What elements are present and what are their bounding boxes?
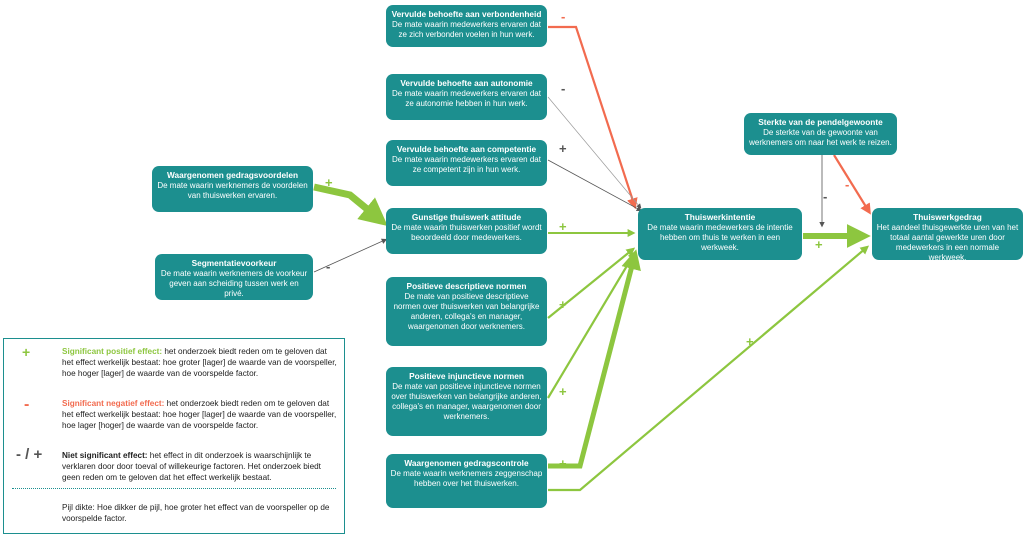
box-intentie-title: Thuiswerkintentie xyxy=(684,212,756,222)
box-competentie-desc: De mate waarin medewerkers ervaren dat z… xyxy=(392,155,541,175)
arrow-gedragscontrole-intentie xyxy=(548,249,641,469)
box-gedrag-desc: Het aandeel thuisgewerkte uren van het t… xyxy=(876,223,1019,260)
box-injunctief: Positieve injunctieve normen De mate van… xyxy=(386,367,547,436)
legend-negative: Significant negatief effect: het onderzo… xyxy=(62,399,340,431)
box-autonomie: Vervulde behoefte aan autonomie De mate … xyxy=(386,74,547,120)
legend-neg-title: Significant negatief effect: xyxy=(62,399,165,408)
box-pendel: Sterkte van de pendelgewoonte De sterkte… xyxy=(744,113,897,155)
legend-pos-text: het onderzoek biedt reden om te geloven … xyxy=(62,347,337,378)
sign-gedragsvoordelen: + xyxy=(325,175,333,190)
sign-verbondenheid: - xyxy=(561,9,566,24)
legend-pos-symbol: + xyxy=(22,344,31,360)
arrow-verbondenheid-intentie xyxy=(548,25,638,210)
box-verbondenheid-desc: De mate waarin medewerkers ervaren dat z… xyxy=(392,20,541,40)
box-descriptief-title: Positieve descriptieve normen xyxy=(406,281,527,291)
legend: + Significant positief effect: het onder… xyxy=(3,338,345,534)
sign-competentie: + xyxy=(559,141,567,156)
arrow-gedragsvoordelen-attitude xyxy=(313,183,388,226)
box-gedrag: Thuiswerkgedrag Het aandeel thuisgewerkt… xyxy=(872,208,1023,260)
box-competentie: Vervulde behoefte aan competentie De mat… xyxy=(386,140,547,186)
sign-gedragscontrole: + xyxy=(559,456,567,471)
arrow-segmentatie-attitude xyxy=(313,238,388,273)
box-verbondenheid: Vervulde behoefte aan verbondenheid De m… xyxy=(386,5,547,47)
box-competentie-title: Vervulde behoefte aan competentie xyxy=(396,144,537,154)
box-gedrag-title: Thuiswerkgedrag xyxy=(913,212,982,222)
legend-positive: Significant positief effect: het onderzo… xyxy=(62,347,340,379)
box-intentie: Thuiswerkintentie De mate waarin medewer… xyxy=(638,208,802,260)
legend-pos-title: Significant positief effect: xyxy=(62,347,163,356)
box-descriptief-desc: De mate van positieve descriptieve norme… xyxy=(393,292,540,332)
box-attitude: Gunstige thuiswerk attitude De mate waar… xyxy=(386,208,547,254)
box-segmentatie-desc: De mate waarin werknemers de voorkeur ge… xyxy=(160,269,308,299)
box-injunctief-desc: De mate van positieve injunctieve normen… xyxy=(391,382,542,422)
box-gedragsvoordelen: Waargenomen gedragsvoordelen De mate waa… xyxy=(152,166,313,212)
box-segmentatie: Segmentatievoorkeur De mate waarin werkn… xyxy=(155,254,313,300)
box-gedragscontrole-title: Waargenomen gedragscontrole xyxy=(404,458,529,468)
arrow-descriptief-intentie xyxy=(547,247,636,319)
legend-nonsignificant: Niet significant effect: het effect in d… xyxy=(62,451,340,483)
box-gedragscontrole: Waargenomen gedragscontrole De mate waar… xyxy=(386,454,547,508)
box-segmentatie-title: Segmentatievoorkeur xyxy=(191,258,277,268)
sign-pendel-gedrag: - xyxy=(845,177,850,192)
sign-pendel-intentie: - xyxy=(823,189,828,204)
legend-size: Pijl dikte: Hoe dikker de pijl, hoe grot… xyxy=(62,503,340,525)
legend-ns-text: het effect in dit onderzoek is waarschij… xyxy=(62,451,321,482)
box-gedragsvoordelen-desc: De mate waarin werknemers de voordelen v… xyxy=(157,181,308,201)
legend-ns-symbol: - / + xyxy=(16,446,43,463)
legend-ns-title: Niet significant effect: xyxy=(62,451,148,460)
box-injunctief-title: Positieve injunctieve normen xyxy=(409,371,524,381)
box-intentie-desc: De mate waarin medewerkers de intentie h… xyxy=(647,223,793,253)
box-attitude-title: Gunstige thuiswerk attitude xyxy=(411,212,522,222)
sign-intentie-gedrag: + xyxy=(815,237,823,252)
box-autonomie-desc: De mate waarin medewerkers ervaren dat z… xyxy=(392,89,541,109)
box-descriptief: Positieve descriptieve normen De mate va… xyxy=(386,277,547,346)
box-autonomie-title: Vervulde behoefte aan autonomie xyxy=(400,78,533,88)
box-pendel-title: Sterkte van de pendelgewoonte xyxy=(758,117,883,127)
arrow-autonomie-intentie xyxy=(547,96,642,209)
sign-gedragscontrole-gedrag: + xyxy=(746,334,754,349)
legend-size-text: Pijl dikte: Hoe dikker de pijl, hoe grot… xyxy=(62,503,330,523)
arrow-pendel-gedrag xyxy=(833,154,871,215)
sign-attitude: + xyxy=(559,219,567,234)
legend-neg-symbol: - xyxy=(24,396,30,413)
arrow-injunctief-intentie xyxy=(547,250,637,399)
box-gedragsvoordelen-title: Waargenomen gedragsvoordelen xyxy=(166,170,299,180)
legend-separator xyxy=(12,488,336,489)
box-gedragscontrole-desc: De mate waarin werknemers zeggenschap he… xyxy=(390,469,543,489)
box-verbondenheid-title: Vervulde behoefte aan verbondenheid xyxy=(391,9,542,19)
sign-injunctief: + xyxy=(559,384,567,399)
sign-descriptief: + xyxy=(559,297,567,312)
legend-neg-text: het onderzoek biedt reden om te geloven … xyxy=(62,399,337,430)
sign-segmentatie: - xyxy=(326,259,331,274)
arrow-competentie-intentie xyxy=(547,159,643,212)
box-pendel-desc: De sterkte van de gewoonte van werknemer… xyxy=(749,128,892,148)
arrow-gedragscontrole-gedrag xyxy=(548,245,870,492)
box-attitude-desc: De mate waarin thuiswerken positief word… xyxy=(391,223,542,243)
sign-autonomie: - xyxy=(561,81,566,96)
